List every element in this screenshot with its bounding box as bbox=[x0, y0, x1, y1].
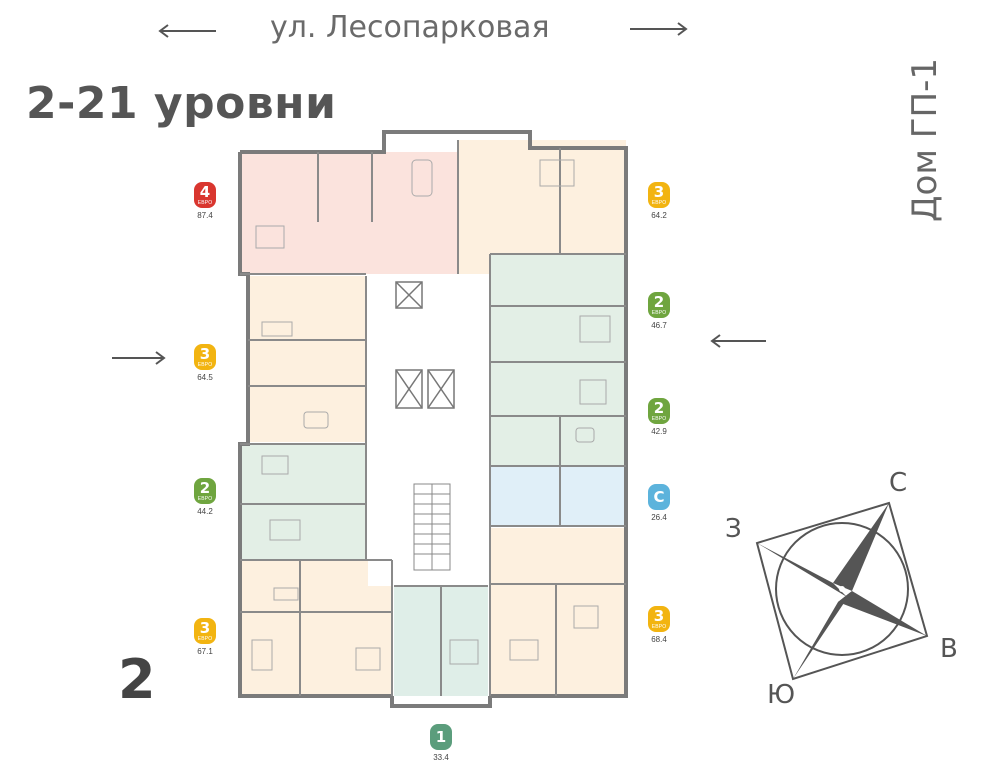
apt-area: 46.7 bbox=[651, 321, 667, 330]
apt-type: ЕВРО bbox=[197, 200, 213, 206]
apt-rooms: 3 bbox=[653, 183, 665, 201]
apt-3-top-fill bbox=[458, 140, 626, 274]
compass-west: З bbox=[725, 514, 742, 544]
compass-rose bbox=[755, 501, 929, 681]
apt-badge-studio[interactable]: С bbox=[648, 484, 670, 510]
apt-area: 44.2 bbox=[197, 507, 213, 516]
apt-type: ЕВРО bbox=[651, 310, 667, 316]
apt-badge-1-room[interactable]: 1 bbox=[430, 724, 452, 750]
apt-2-right-mid-fill bbox=[490, 362, 626, 466]
apt-type: ЕВРО bbox=[651, 200, 667, 206]
apt-rooms: С bbox=[653, 488, 665, 506]
apt-3-left-fill bbox=[248, 276, 366, 442]
apt-type: ЕВРО bbox=[651, 416, 667, 422]
section-number: 2 bbox=[118, 648, 156, 711]
apt-badge-4-euro[interactable]: 4 ЕВРО bbox=[194, 182, 216, 208]
apt-rooms: 2 bbox=[653, 293, 665, 311]
apt-badge-3-euro-left[interactable]: 3 ЕВРО bbox=[194, 344, 216, 370]
levels-title: 2-21 уровни bbox=[26, 78, 337, 129]
apt-2-left-fill bbox=[240, 444, 366, 560]
apt-2-right-top-fill bbox=[490, 254, 626, 362]
apt-type: ЕВРО bbox=[651, 624, 667, 630]
apt-4-fill bbox=[240, 152, 458, 274]
apt-badge-3-euro-left-bottom[interactable]: 3 ЕВРО bbox=[194, 618, 216, 644]
apt-area: 67.1 bbox=[197, 647, 213, 656]
apt-badge-2-euro-right-top[interactable]: 2 ЕВРО bbox=[648, 292, 670, 318]
street-name: ул. Лесопарковая bbox=[270, 10, 550, 45]
apt-rooms: 1 bbox=[435, 728, 447, 746]
apt-type: ЕВРО bbox=[197, 496, 213, 502]
house-label-text: Дом ГП-1 bbox=[905, 57, 945, 223]
apt-area: 42.9 bbox=[651, 427, 667, 436]
apt-badge-3-euro-right-bottom[interactable]: 3 ЕВРО bbox=[648, 606, 670, 632]
apt-badge-2-euro-left[interactable]: 2 ЕВРО bbox=[194, 478, 216, 504]
apt-type: ЕВРО bbox=[197, 636, 213, 642]
compass-east: В bbox=[940, 634, 958, 664]
compass-north: С bbox=[889, 468, 908, 498]
apt-badge-2-euro-right-mid[interactable]: 2 ЕВРО bbox=[648, 398, 670, 424]
elevators bbox=[395, 281, 455, 409]
house-label: Дом ГП-1 bbox=[895, 40, 955, 240]
furniture bbox=[251, 159, 611, 671]
apt-studio-fill bbox=[490, 466, 626, 526]
apt-area: 26.4 bbox=[651, 513, 667, 522]
apt-area: 68.4 bbox=[651, 635, 667, 644]
apt-3-right-bottom-fill bbox=[490, 528, 626, 696]
inner-walls bbox=[240, 140, 626, 696]
apt-rooms: 3 bbox=[199, 619, 211, 637]
apt-rooms: 2 bbox=[653, 399, 665, 417]
apt-area: 87.4 bbox=[197, 211, 213, 220]
entrance-arrow-right bbox=[710, 334, 766, 348]
apt-area: 64.2 bbox=[651, 211, 667, 220]
apt-3-left-bottom-fill bbox=[240, 560, 392, 696]
apt-rooms: 3 bbox=[199, 345, 211, 363]
compass-south: Ю bbox=[767, 680, 796, 710]
apt-rooms: 2 bbox=[199, 479, 211, 497]
apt-type: ЕВРО bbox=[197, 362, 213, 368]
entrance-arrow-left bbox=[112, 351, 166, 365]
street-arrows bbox=[158, 22, 688, 38]
apt-area: 64.5 bbox=[197, 373, 213, 382]
stairs bbox=[413, 483, 451, 571]
apt-badge-3-euro-top[interactable]: 3 ЕВРО bbox=[648, 182, 670, 208]
apt-area: 33.4 bbox=[433, 753, 449, 762]
apt-rooms: 4 bbox=[199, 183, 211, 201]
core-corridor bbox=[368, 276, 488, 586]
apt-rooms: 3 bbox=[653, 607, 665, 625]
